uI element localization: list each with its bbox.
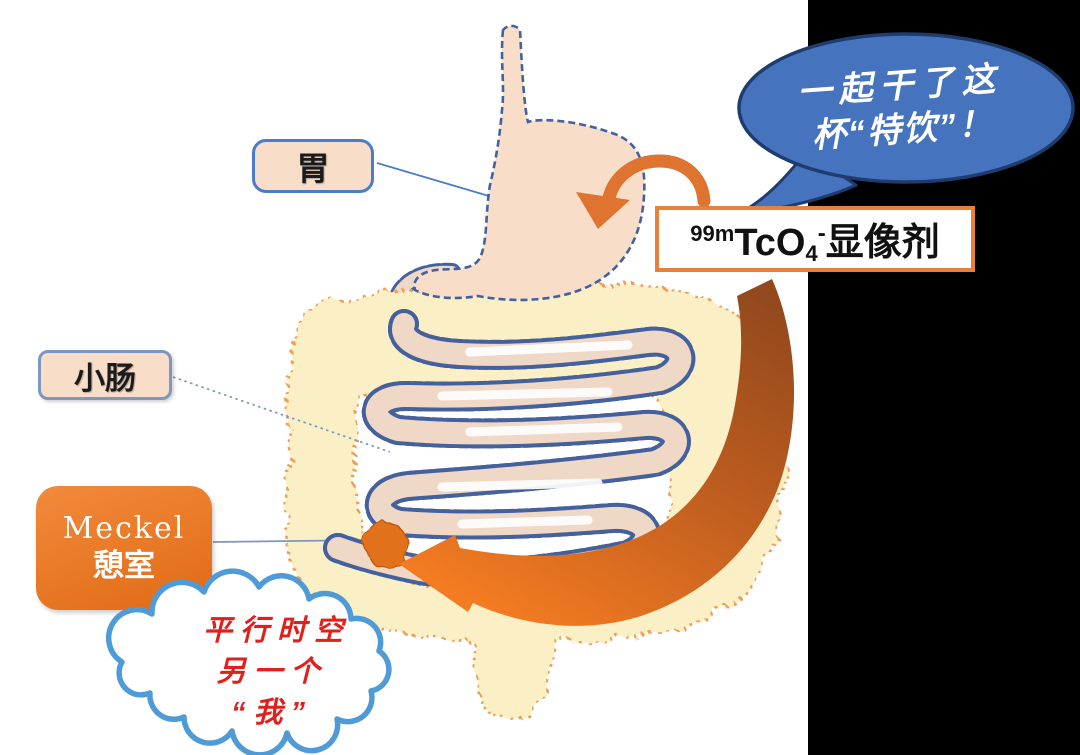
small-intestine-label: 小肠 xyxy=(38,350,172,400)
small-intestine-label-text: 小肠 xyxy=(74,360,136,396)
thought-cloud-line2: 另一个 xyxy=(216,655,327,688)
tracer-suffix: 显像剂 xyxy=(825,222,940,264)
swoosh-arrow xyxy=(399,279,795,626)
speech-bubble: 一起干了这 杯“特饮”！ xyxy=(736,32,1075,216)
stomach-label: 胃 xyxy=(252,139,374,193)
tracer-isotope: 99m xyxy=(690,221,735,246)
tracer-formula: 99mTcO4-显像剂 xyxy=(690,211,939,267)
tracer-charge: - xyxy=(817,220,826,247)
thought-cloud-line1: 平行时空 xyxy=(203,614,351,647)
meckel-label-zh: 憩室 xyxy=(93,548,155,584)
stomach-arrow xyxy=(576,154,711,229)
thought-cloud: 平行时空 另一个 “我” xyxy=(105,568,392,755)
meckel-label-en: Meckel xyxy=(62,510,186,546)
thought-cloud-shape xyxy=(105,568,392,755)
tracer-formula-main: TcO xyxy=(734,222,806,264)
tracer-label-box: 99mTcO4-显像剂 xyxy=(655,206,975,272)
thought-cloud-line3: “我” xyxy=(231,697,313,729)
tracer-formula-sub: 4 xyxy=(805,241,818,266)
meckel-diverticulum-shape xyxy=(364,522,409,566)
stomach-shape xyxy=(413,24,646,302)
small-intestine-connector-line xyxy=(172,376,391,453)
stomach-label-text: 胃 xyxy=(296,150,330,187)
